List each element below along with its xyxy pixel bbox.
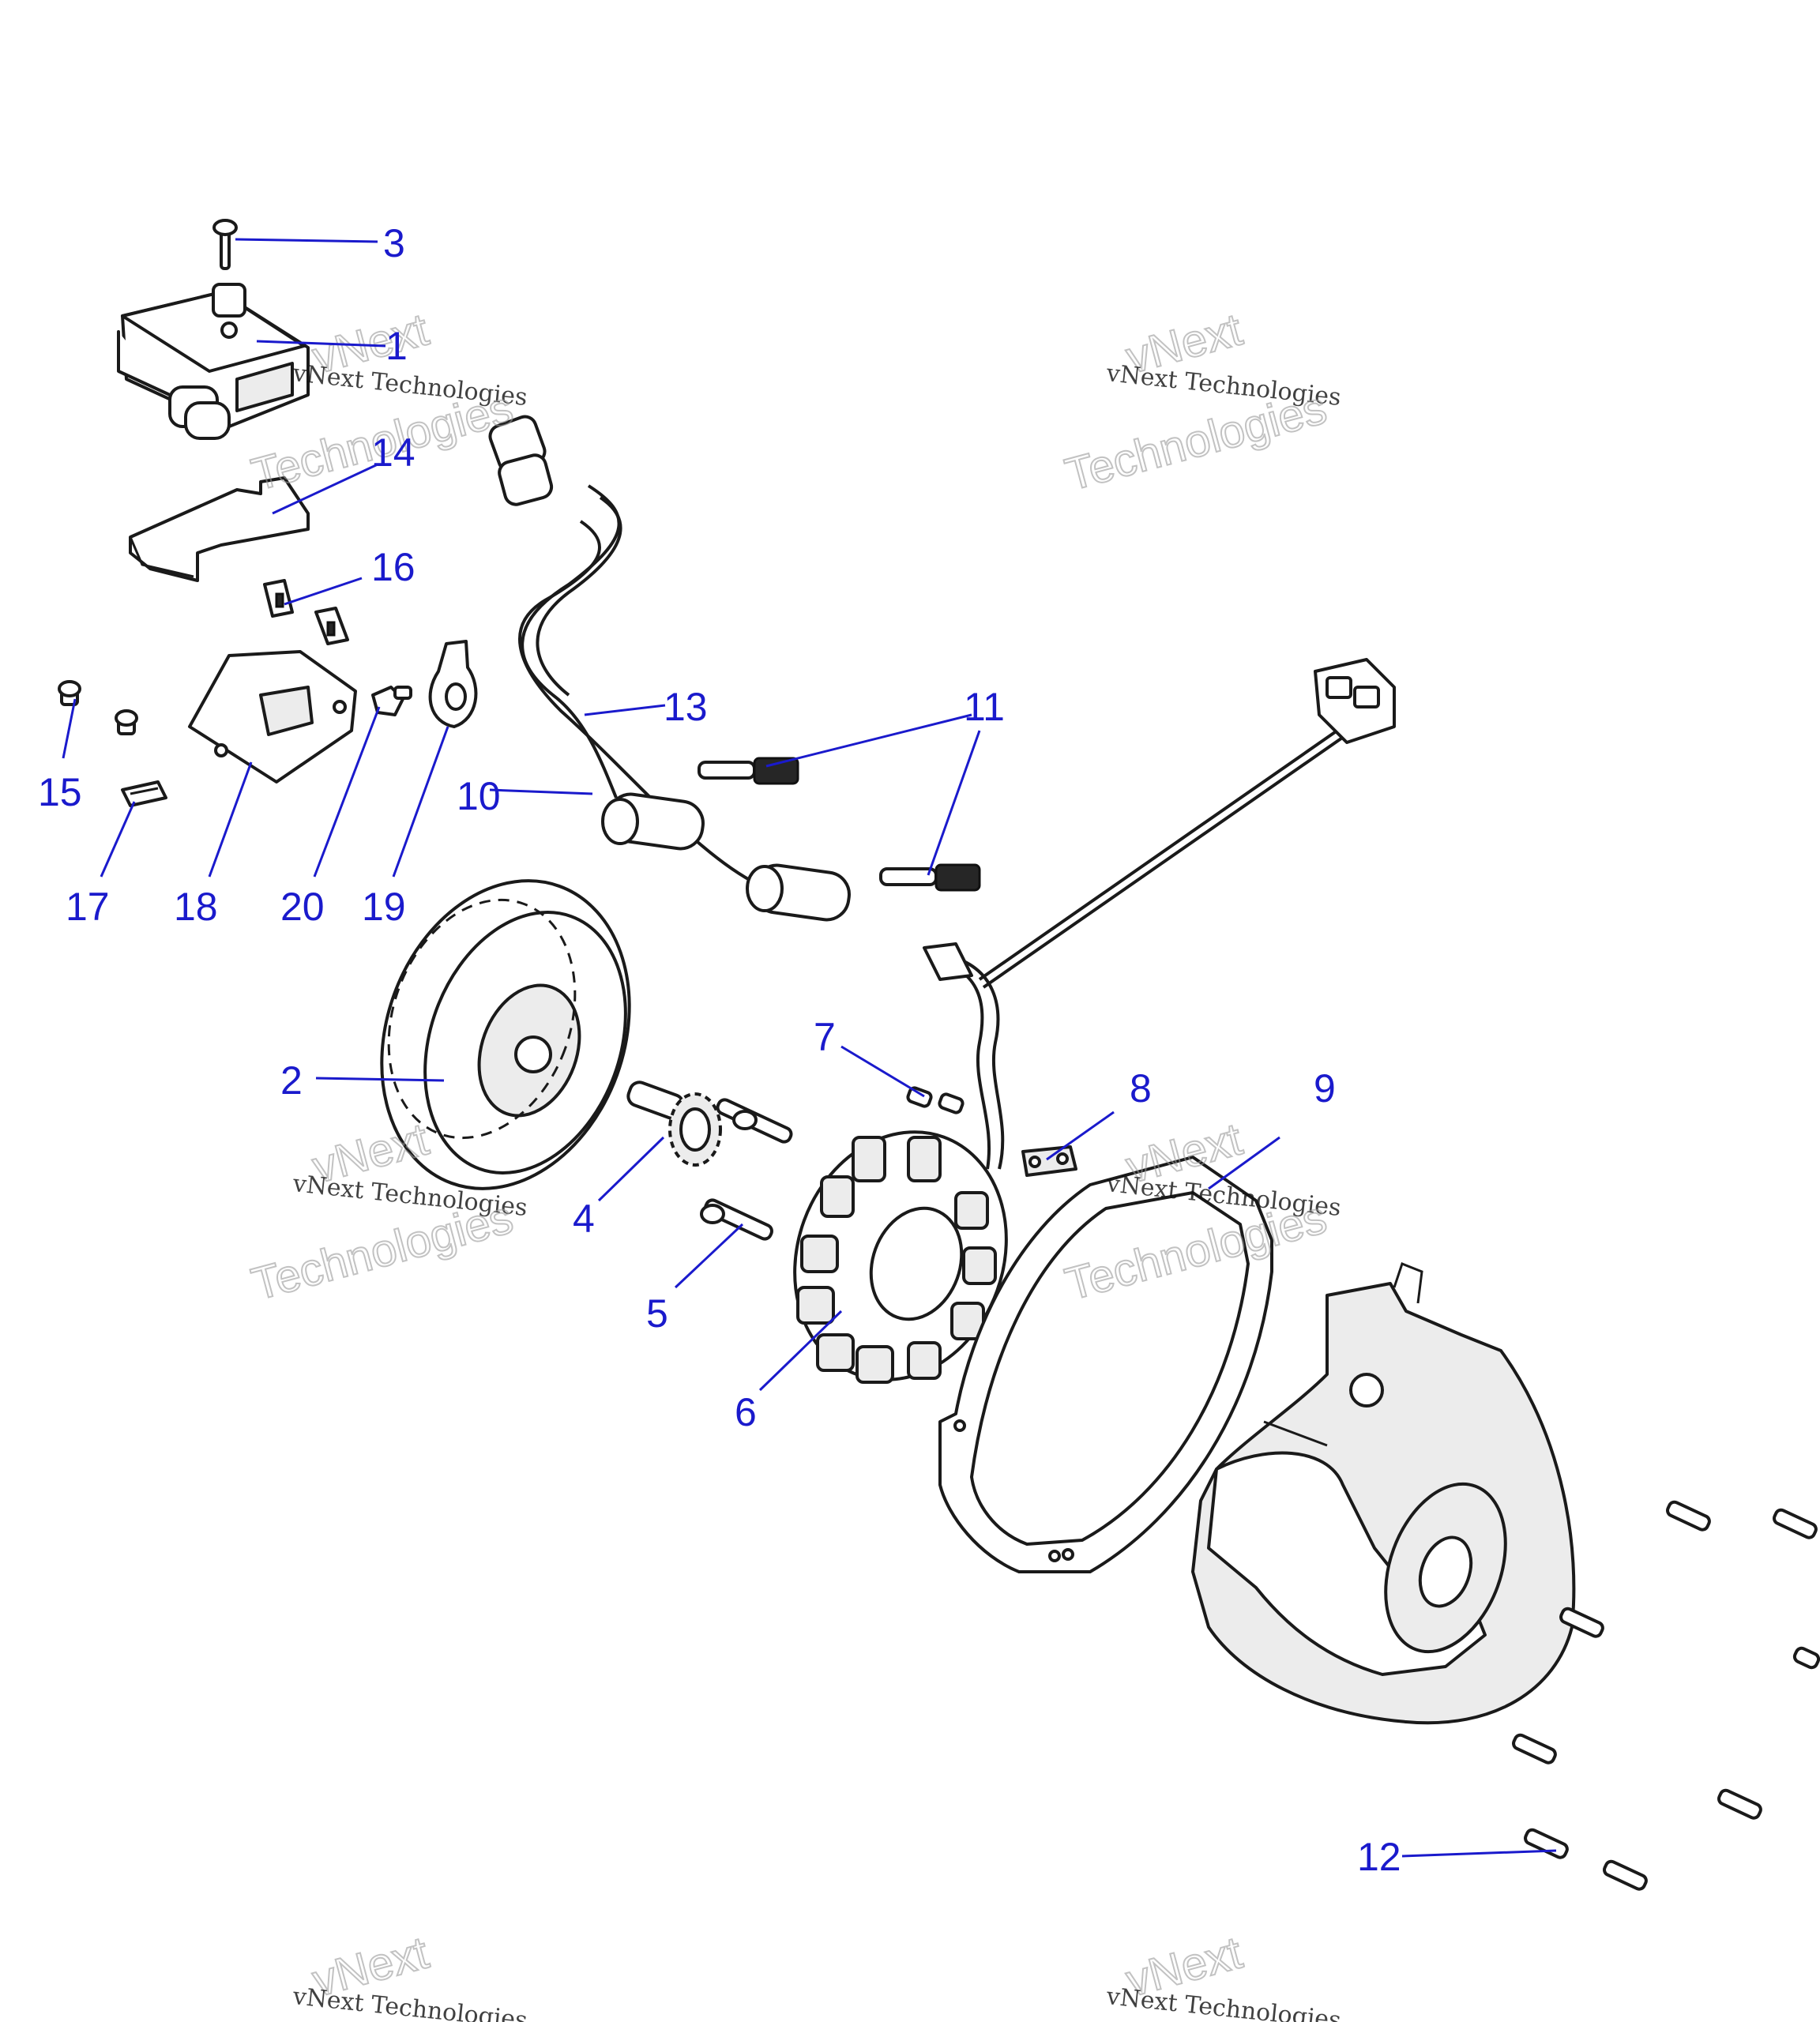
part-14-bracket xyxy=(129,476,310,582)
callout-2: 2 xyxy=(280,1058,303,1103)
callout-17: 17 xyxy=(66,885,110,929)
svg-text:vNext Technologies: vNext Technologies xyxy=(291,1983,528,2022)
callout-19: 19 xyxy=(362,885,406,929)
part-5-bolts xyxy=(700,1098,793,1241)
callout-4: 4 xyxy=(573,1197,595,1241)
callout-20: 20 xyxy=(280,885,325,929)
callout-13: 13 xyxy=(664,685,708,729)
callout-14: 14 xyxy=(371,430,416,475)
callout-1: 1 xyxy=(385,324,408,368)
magneto-cover-housing xyxy=(1191,1262,1576,1725)
part-13-spark-plug-wires xyxy=(488,415,759,886)
part-15-bolts xyxy=(58,680,138,735)
part-6-stator xyxy=(793,1130,1008,1384)
part-19-cable-clamp xyxy=(428,640,478,728)
watermark-bottom-right: vNext vNext Technologies xyxy=(1104,1926,1342,2022)
callout-10: 10 xyxy=(457,774,501,818)
callout-7: 7 xyxy=(814,1015,836,1059)
callout-8: 8 xyxy=(1130,1066,1152,1111)
part-1-ignition-coil xyxy=(117,283,310,440)
callout-16: 16 xyxy=(371,545,416,589)
callout-numbers: 1 2 3 4 5 6 7 8 9 10 11 12 13 14 15 16 1… xyxy=(38,221,1401,1879)
part-20-nut xyxy=(371,686,412,716)
part-7-screws xyxy=(906,1086,965,1114)
part-3-screw xyxy=(212,219,238,270)
svg-text:vNext Technologies: vNext Technologies xyxy=(1104,1983,1342,2022)
callout-9: 9 xyxy=(1314,1066,1336,1111)
part-8-grommet xyxy=(1021,1145,1077,1177)
svg-text:Technologies: Technologies xyxy=(1060,382,1332,501)
watermark-bottom-left: vNext vNext Technologies xyxy=(291,1926,528,2022)
callout-6: 6 xyxy=(735,1390,757,1434)
callout-12: 12 xyxy=(1357,1835,1401,1879)
part-11-spark-plugs xyxy=(698,757,981,892)
part-16-clips xyxy=(263,579,349,645)
callout-3: 3 xyxy=(383,221,405,265)
part-2-flywheel xyxy=(380,879,631,1190)
svg-text:Technologies: Technologies xyxy=(246,1192,518,1310)
callout-5: 5 xyxy=(646,1291,668,1336)
callout-15: 15 xyxy=(38,770,82,814)
callout-18: 18 xyxy=(174,885,218,929)
part-17-clip xyxy=(121,780,167,807)
stator-wire-harness xyxy=(923,658,1396,1170)
part-4-drive-gear xyxy=(626,1081,722,1167)
part-10-plug-boots xyxy=(601,792,851,922)
part-9-gasket xyxy=(938,1156,1273,1573)
callout-11: 11 xyxy=(964,685,1005,729)
watermark-top-right: vNext vNext Technologies Technologies xyxy=(1059,303,1342,502)
leader-lines xyxy=(62,238,1557,1858)
part-18-mounting-plate xyxy=(188,650,357,784)
part-12-bolts xyxy=(1512,1500,1820,1891)
